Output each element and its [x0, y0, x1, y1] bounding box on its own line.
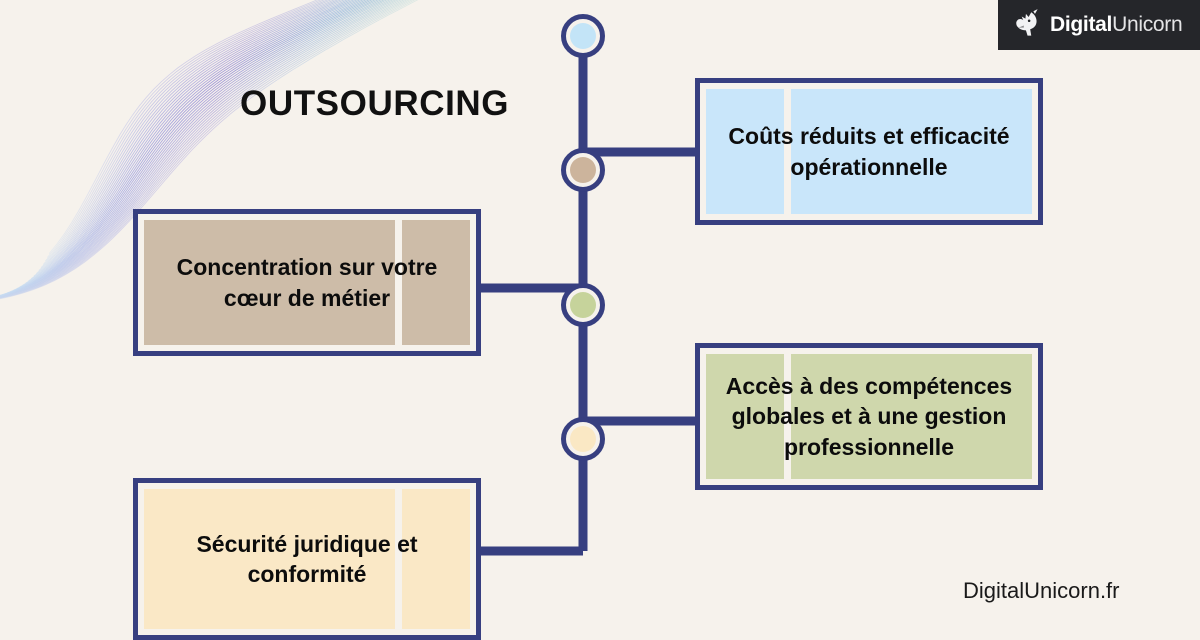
node-top[interactable] — [561, 14, 605, 58]
card-legal-security-stripe — [395, 489, 402, 629]
card-costs-text: Coûts réduits et efficacité opérationnel… — [728, 123, 1010, 180]
node-core-dot — [570, 292, 596, 318]
card-global-skills-text: Accès à des compétences globales et à un… — [725, 372, 1013, 460]
card-core-business-inner: Concentration sur votre cœur de métier — [144, 220, 470, 345]
card-costs[interactable]: Coûts réduits et efficacité opérationnel… — [695, 78, 1043, 225]
card-core-business-text: Concentration sur votre cœur de métier — [176, 254, 438, 311]
unicorn-head-icon — [1016, 9, 1038, 36]
node-costs-dot — [570, 157, 596, 183]
node-skills-dot — [570, 426, 596, 452]
card-legal-security[interactable]: Sécurité juridique et conformité — [133, 478, 481, 640]
node-costs[interactable] — [561, 148, 605, 192]
brand-logo-text-light: Unicorn — [1112, 13, 1183, 36]
footer-url: DigitalUnicorn.fr — [963, 578, 1120, 603]
card-legal-security-inner: Sécurité juridique et conformité — [144, 489, 470, 629]
node-skills[interactable] — [561, 417, 605, 461]
card-legal-security-text: Sécurité juridique et conformité — [196, 530, 418, 587]
card-global-skills-stripe — [784, 354, 791, 479]
card-costs-inner: Coûts réduits et efficacité opérationnel… — [706, 89, 1032, 214]
brand-logo-text: DigitalUnicorn — [1050, 13, 1183, 37]
node-top-dot — [570, 23, 596, 49]
card-global-skills-inner: Accès à des compétences globales et à un… — [706, 354, 1032, 479]
node-core[interactable] — [561, 283, 605, 327]
card-costs-stripe — [784, 89, 791, 214]
page-title: OUTSOURCING — [240, 84, 510, 123]
brand-logo-text-bold: Digital — [1050, 13, 1113, 36]
card-core-business[interactable]: Concentration sur votre cœur de métier — [133, 209, 481, 356]
card-global-skills[interactable]: Accès à des compétences globales et à un… — [695, 343, 1043, 490]
brand-logo[interactable]: DigitalUnicorn — [998, 0, 1200, 50]
card-core-business-stripe — [395, 220, 402, 345]
